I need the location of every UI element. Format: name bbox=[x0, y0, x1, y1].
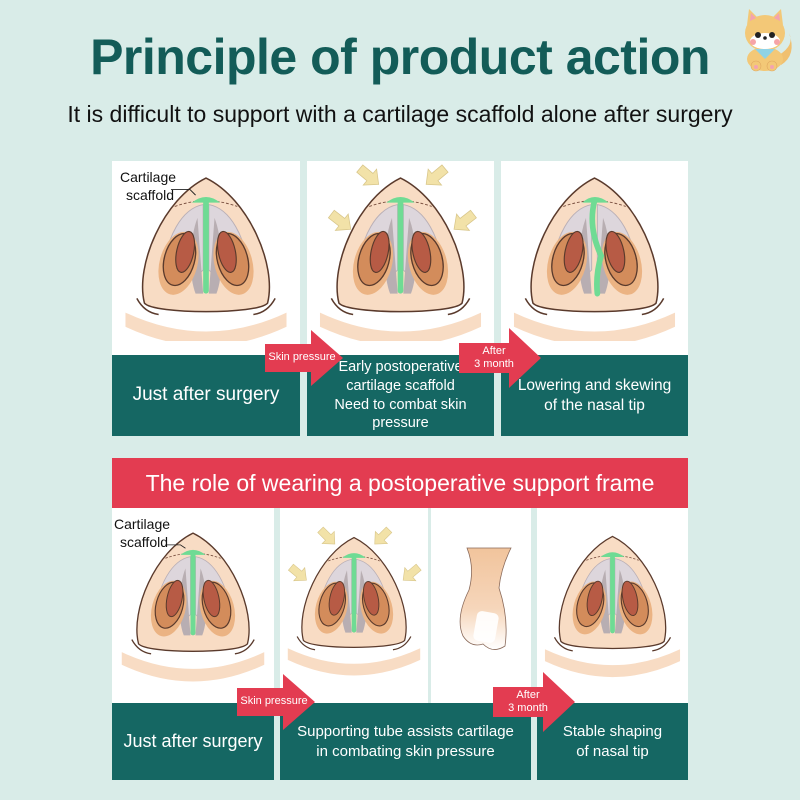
caption-box: Just after surgery bbox=[112, 355, 300, 436]
caption-line: Lowering and skewing bbox=[517, 376, 672, 394]
caption-box: Stable shaping of nasal tip bbox=[537, 703, 688, 780]
pressure-arrow-icon bbox=[447, 205, 481, 238]
arrow-label-line: 3 month bbox=[474, 358, 514, 371]
skin-pressure-arrow: Skin pressure bbox=[237, 674, 317, 730]
panel-lowering-skewing: Lowering and skewing of the nasal tip bbox=[501, 161, 688, 436]
section-banner: The role of wearing a postoperative supp… bbox=[112, 458, 688, 508]
caption-text: Just after surgery bbox=[123, 730, 263, 751]
caption-box: Lowering and skewing of the nasal tip bbox=[501, 355, 688, 436]
caption-line: of the nasal tip bbox=[544, 396, 645, 414]
arrow-label-line: 3 month bbox=[508, 702, 548, 715]
arrow-label-line: After bbox=[516, 689, 540, 701]
panel-bottom-just-after-surgery: Cartilage scaffold Just after surgery bbox=[112, 508, 274, 780]
arrow-label: After 3 month bbox=[493, 689, 563, 715]
panel-bottom-stable-shaping: Stable shaping of nasal tip bbox=[537, 508, 688, 780]
caption-line: Supporting tube assists cartilage bbox=[297, 723, 514, 741]
after-3-month-arrow: After 3 month bbox=[493, 672, 575, 732]
pressure-arrow-icon bbox=[285, 560, 313, 588]
caption-line: of nasal tip bbox=[576, 742, 649, 760]
caption-line: Need to combat skin bbox=[334, 396, 467, 413]
arrow-label: Skin pressure bbox=[268, 351, 336, 363]
after-3-month-arrow: After 3 month bbox=[459, 328, 541, 388]
panel-early-postoperative: Early postoperative cartilage scaffold N… bbox=[307, 161, 494, 436]
nose-illustration bbox=[124, 177, 288, 341]
label-cartilage: Cartilage bbox=[114, 516, 171, 532]
arrow-label: After 3 month bbox=[459, 345, 529, 371]
page-title: Principle of product action bbox=[90, 29, 710, 85]
caption-line: cartilage scaffold bbox=[346, 377, 455, 394]
nose-illustration bbox=[513, 177, 676, 341]
page-subtitle: It is difficult to support with a cartil… bbox=[67, 101, 733, 127]
caption-box: Supporting tube assists cartilage in com… bbox=[280, 703, 531, 780]
pressure-arrow-icon bbox=[397, 560, 425, 588]
nose-illustration bbox=[319, 161, 482, 341]
skin-pressure-arrow: Skin pressure bbox=[265, 330, 345, 386]
panel-just-after-surgery: Cartilage scaffold Just after surgery bbox=[112, 161, 300, 436]
nasal-support-tube-illustration bbox=[459, 547, 512, 650]
nose-illustration bbox=[544, 535, 681, 678]
panel-divider bbox=[428, 508, 431, 703]
pressure-arrow-icon bbox=[352, 161, 386, 193]
nose-illustration bbox=[121, 532, 265, 683]
caption-text: Just after surgery bbox=[132, 384, 280, 406]
label-scaffold: scaffold bbox=[120, 533, 168, 550]
panel-bottom-supporting-tube: Supporting tube assists cartilage in com… bbox=[280, 508, 531, 780]
caption-line: in combating skin pressure bbox=[316, 742, 495, 760]
caption-line: Early postoperative bbox=[338, 359, 463, 376]
pressure-arrow-icon bbox=[314, 523, 342, 551]
label-scaffold: scaffold bbox=[126, 186, 174, 203]
caption-box: Just after surgery bbox=[112, 703, 274, 780]
pressure-arrow-icon bbox=[368, 523, 396, 551]
caption-line: pressure bbox=[372, 415, 429, 432]
caption-line: Stable shaping bbox=[562, 723, 663, 741]
label-cartilage: Cartilage bbox=[120, 169, 177, 185]
shiba-dog-mascot-icon bbox=[735, 5, 797, 73]
arrow-label-line: After bbox=[482, 345, 506, 357]
nose-illustration bbox=[285, 523, 425, 677]
pressure-arrow-icon bbox=[419, 161, 453, 193]
arrow-label: Skin pressure bbox=[240, 695, 308, 707]
